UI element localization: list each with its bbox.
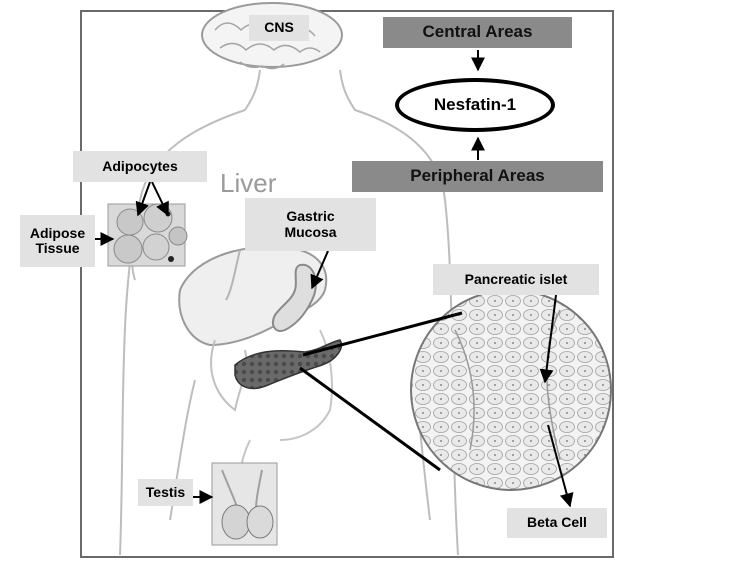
peripheral-areas-box: Peripheral Areas: [352, 161, 603, 192]
pancreas-illustration: [234, 339, 343, 390]
beta-cell-label: Beta Cell: [507, 508, 607, 538]
testis-label: Testis: [138, 479, 193, 506]
adipose-tissue-label: Adipose Tissue: [20, 215, 95, 267]
zoom-line-top: [302, 311, 463, 357]
nesfatin-oval: Nesfatin-1: [395, 78, 555, 132]
arrow-gastric: [310, 250, 329, 290]
adipose-tissue-line2: Tissue: [35, 240, 80, 256]
pancreatic-islet-label: Pancreatic islet: [433, 264, 599, 295]
cns-label: CNS: [249, 15, 309, 41]
adipocytes-label: Adipocytes: [73, 151, 207, 182]
arrow-pancreatic-islet: [539, 294, 557, 384]
testis-photo: [211, 462, 278, 546]
zoom-line-bottom: [299, 366, 441, 472]
liver-label: Liver: [220, 168, 277, 198]
arrow-adipocytes-1: [135, 181, 151, 217]
adipose-tissue-photo: [107, 203, 188, 267]
arrow-beta-cell: [547, 424, 574, 508]
arrow-adipocytes-2: [151, 181, 169, 217]
gastric-mucosa-line2: Mucosa: [284, 223, 337, 240]
central-areas-box: Central Areas: [383, 17, 572, 48]
gastric-mucosa-line1: Gastric: [286, 208, 335, 225]
gastric-mucosa-label: Gastric Mucosa: [245, 198, 376, 251]
stomach-illustration: [272, 263, 317, 332]
adipose-tissue-line1: Adipose: [29, 224, 86, 241]
